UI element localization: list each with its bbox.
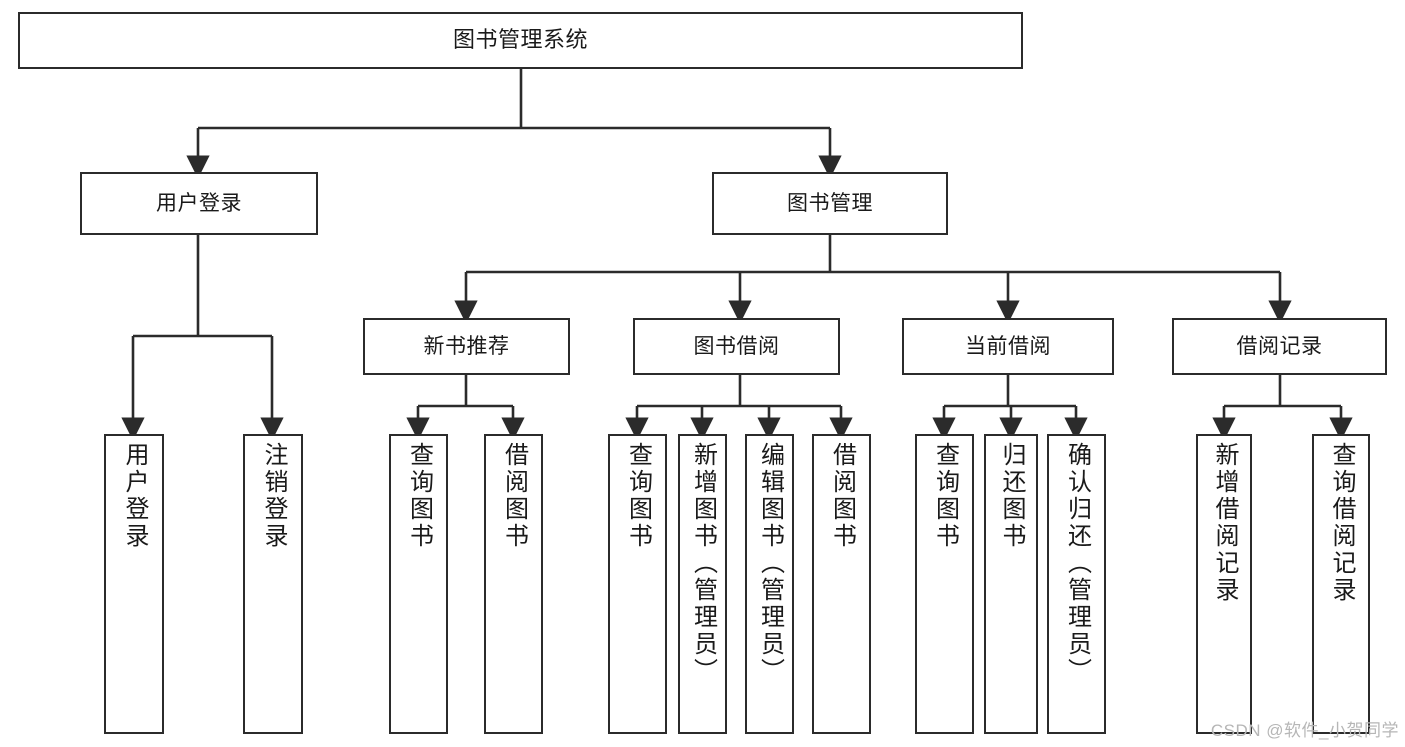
node-leaf-add-record[interactable]: 新增借阅记录 <box>1196 434 1252 734</box>
node-leaf-return-book[interactable]: 归还图书 <box>984 434 1038 734</box>
node-user-login-label: 用户登录 <box>156 191 242 215</box>
node-leaf-logout-login-label: 注销登录 <box>260 442 287 550</box>
node-leaf-add-record-label: 新增借阅记录 <box>1211 442 1238 604</box>
node-root-label: 图书管理系统 <box>452 27 588 53</box>
node-book-borrow-label: 图书借阅 <box>693 334 780 358</box>
node-new-book-recommend-label: 新书推荐 <box>423 334 510 358</box>
node-leaf-return-book-label: 归还图书 <box>998 442 1025 550</box>
node-leaf-query-book-2-label: 查询图书 <box>624 442 652 550</box>
node-leaf-add-book-label: 新增图书（管理员） <box>689 442 717 685</box>
node-leaf-query-book-1[interactable]: 查询图书 <box>389 434 448 734</box>
node-leaf-add-book[interactable]: 新增图书（管理员） <box>678 434 727 734</box>
node-book-manage[interactable]: 图书管理 <box>712 172 948 235</box>
node-borrow-record[interactable]: 借阅记录 <box>1172 318 1387 375</box>
node-leaf-borrow-book-2-label: 借阅图书 <box>828 442 856 550</box>
node-leaf-borrow-book-2[interactable]: 借阅图书 <box>812 434 871 734</box>
node-borrow-record-label: 借阅记录 <box>1236 334 1323 358</box>
node-leaf-query-book-1-label: 查询图书 <box>405 442 433 550</box>
node-leaf-query-book-3-label: 查询图书 <box>931 442 959 550</box>
node-leaf-borrow-book-1-label: 借阅图书 <box>500 442 528 550</box>
node-leaf-confirm-return-label: 确认归还（管理员） <box>1063 442 1091 685</box>
node-leaf-edit-book-label: 编辑图书（管理员） <box>756 442 784 685</box>
node-leaf-logout-login[interactable]: 注销登录 <box>243 434 303 734</box>
node-current-borrow-label: 当前借阅 <box>965 334 1051 358</box>
node-leaf-query-book-3[interactable]: 查询图书 <box>915 434 974 734</box>
node-book-manage-label: 图书管理 <box>787 191 873 215</box>
node-leaf-borrow-book-1[interactable]: 借阅图书 <box>484 434 543 734</box>
node-user-login[interactable]: 用户登录 <box>80 172 318 235</box>
node-new-book-recommend[interactable]: 新书推荐 <box>363 318 570 375</box>
node-current-borrow[interactable]: 当前借阅 <box>902 318 1114 375</box>
node-leaf-query-record[interactable]: 查询借阅记录 <box>1312 434 1370 734</box>
node-leaf-user-login-label: 用户登录 <box>121 442 148 550</box>
node-leaf-edit-book[interactable]: 编辑图书（管理员） <box>745 434 794 734</box>
node-leaf-query-book-2[interactable]: 查询图书 <box>608 434 667 734</box>
node-book-borrow[interactable]: 图书借阅 <box>633 318 840 375</box>
node-leaf-confirm-return[interactable]: 确认归还（管理员） <box>1047 434 1106 734</box>
node-leaf-user-login[interactable]: 用户登录 <box>104 434 164 734</box>
node-leaf-query-record-label: 查询借阅记录 <box>1328 442 1355 604</box>
node-root[interactable]: 图书管理系统 <box>18 12 1023 69</box>
